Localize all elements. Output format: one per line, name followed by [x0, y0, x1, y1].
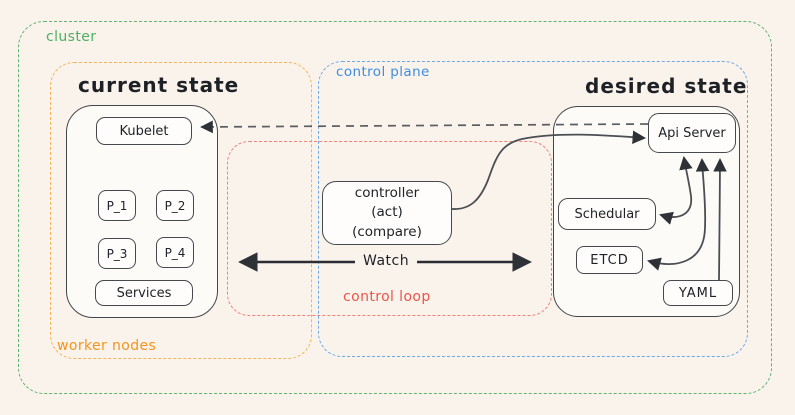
controller-label-line2: (act): [371, 204, 403, 221]
pod-box-1: P_1: [98, 190, 136, 221]
pod-3-label: P_3: [106, 246, 128, 261]
etcd-box: ETCD: [576, 246, 643, 274]
scheduler-label: Schedular: [574, 206, 640, 222]
scheduler-box: Schedular: [558, 198, 656, 230]
kubelet-label: Kubelet: [119, 123, 169, 139]
controller-label-line3: (compare): [352, 223, 422, 240]
services-label: Services: [116, 285, 172, 301]
current-state-title: current state: [78, 73, 240, 97]
kubelet-box: Kubelet: [96, 117, 192, 145]
controller-box: controller (act) (compare): [322, 181, 452, 245]
api-server-box: Api Server: [648, 113, 736, 153]
control-plane-boundary: [318, 61, 748, 357]
worker-nodes-label: worker nodes: [57, 338, 157, 354]
controller-label-line1: controller: [354, 184, 420, 201]
pod-1-label: P_1: [106, 198, 128, 213]
pod-box-4: P_4: [156, 237, 194, 268]
cluster-boundary: [18, 21, 772, 394]
api-server-label: Api Server: [658, 125, 726, 141]
pod-box-2: P_2: [156, 190, 194, 221]
yaml-box: YAML: [663, 280, 733, 306]
desired-state-title: desired state: [585, 74, 748, 98]
control-loop-boundary: [227, 141, 552, 316]
worker-nodes-boundary: [50, 62, 312, 359]
pod-box-3: P_3: [98, 238, 136, 269]
services-box: Services: [95, 280, 193, 306]
control-plane-label: control plane: [336, 64, 430, 80]
cluster-label: cluster: [46, 29, 97, 45]
pod-2-label: P_2: [164, 198, 186, 213]
etcd-label: ETCD: [590, 252, 629, 268]
control-loop-label: control loop: [343, 289, 431, 305]
pod-4-label: P_4: [164, 245, 186, 260]
watch-label: Watch: [355, 252, 418, 270]
yaml-label: YAML: [678, 285, 718, 301]
